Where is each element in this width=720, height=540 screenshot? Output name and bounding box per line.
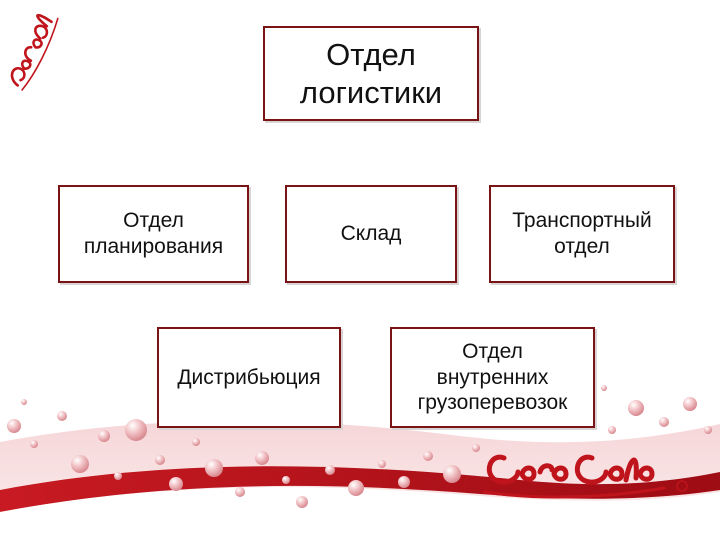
planning-department-label: Отдел планирования: [83, 209, 224, 258]
warehouse-label: Склад: [340, 222, 402, 246]
logistics-department-label: Отдел логистики: [299, 36, 443, 110]
logistics-department-box: Отдел логистики: [263, 26, 479, 121]
bubbles-decoration: [0, 385, 720, 540]
internal-freight-department-box: Отдел внутренних грузоперевозок: [390, 327, 595, 428]
coca-cola-logo-icon: [10, 14, 59, 91]
distribution-label: Дистрибьюция: [177, 365, 321, 389]
warehouse-box: Склад: [285, 185, 457, 283]
planning-department-box: Отдел планирования: [58, 185, 249, 283]
internal-freight-department-label: Отдел внутренних грузоперевозок: [417, 340, 568, 415]
distribution-box: Дистрибьюция: [157, 327, 341, 428]
transport-department-box: Транспортный отдел: [489, 185, 675, 283]
coca-cola-logo-icon: [482, 454, 688, 499]
transport-department-label: Транспортный отдел: [512, 209, 652, 258]
